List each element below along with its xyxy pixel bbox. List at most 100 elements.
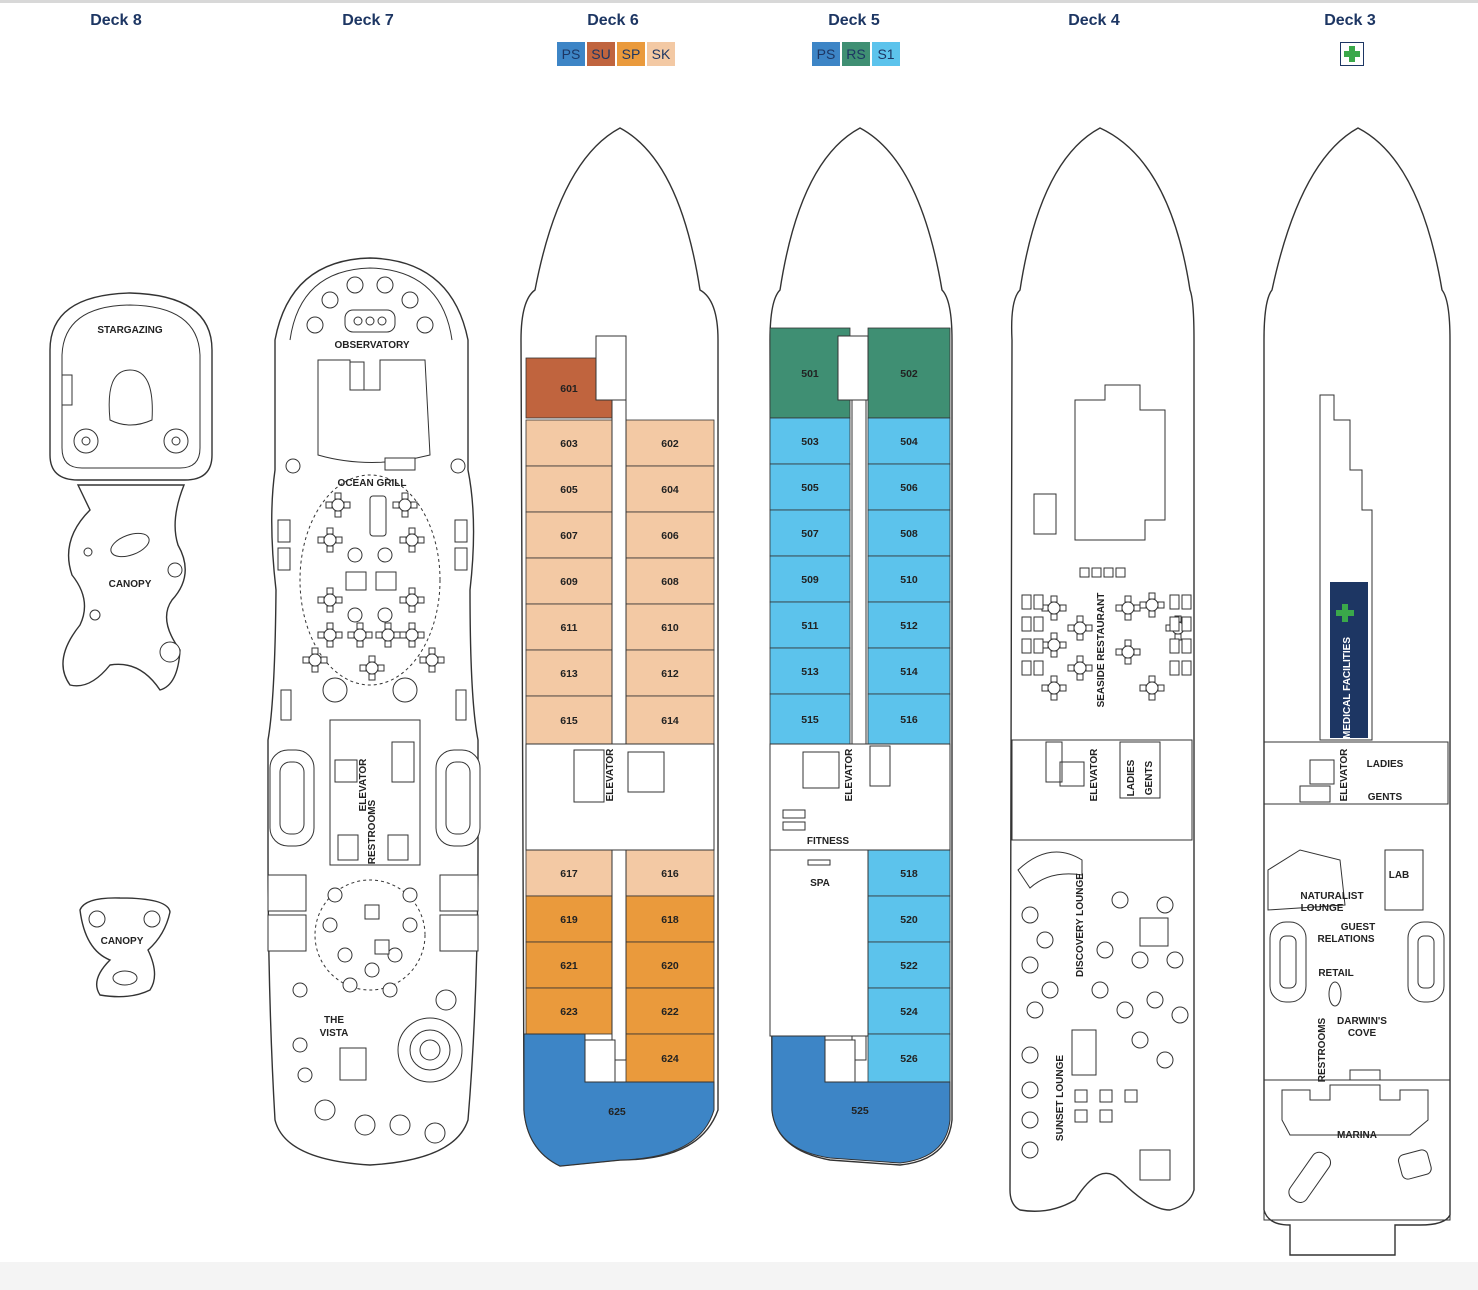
cabin-number-507: 507 [801,528,819,540]
cabin-503[interactable] [769,417,851,465]
legend-sp: SP [617,42,645,66]
cabin-613[interactable] [525,649,613,697]
cabin-522[interactable] [867,941,951,989]
darwins-cove-label: DARWIN'S [1337,1016,1387,1027]
cabin-number-502: 502 [900,368,918,380]
ocean-grill-label: OCEAN GRILL [338,478,407,489]
cabin-505[interactable] [769,463,851,511]
lab-label: LAB [1389,870,1410,881]
deck-8-title: Deck 8 [90,12,142,29]
cabin-number-609: 609 [560,576,578,588]
cabin-number-516: 516 [900,714,918,726]
cabin-518[interactable] [867,849,951,897]
cabin-511[interactable] [769,601,851,649]
cabin-513[interactable] [769,647,851,695]
cabin-509[interactable] [769,555,851,603]
legend-sk: SK [647,42,675,66]
cabin-number-525: 525 [851,1105,869,1117]
cabin-number-524: 524 [900,1006,918,1018]
table-icon [425,653,439,667]
cabin-612[interactable] [625,649,715,697]
cabin-625[interactable] [523,1033,715,1167]
table-icon [331,498,345,512]
cabin-516[interactable] [867,693,951,745]
table-icon [365,661,379,675]
cabin-604[interactable] [625,465,715,513]
canopy-label: CANOPY [101,936,144,947]
cabin-number-601: 601 [560,383,578,395]
guest-relations-label: RELATIONS [1317,934,1374,945]
table-icon [1073,621,1087,635]
cabin-515[interactable] [769,693,851,745]
cabin-616[interactable] [625,849,715,897]
cabin-504[interactable] [867,417,951,465]
cabin-618[interactable] [625,895,715,943]
cabin-620[interactable] [625,941,715,989]
elevator-label: ELEVATOR [1089,748,1100,802]
deck-7-title: Deck 7 [342,12,394,29]
table-icon [381,628,395,642]
cabin-number-515: 515 [801,714,819,726]
cabin-525[interactable] [771,1033,951,1164]
cabin-506[interactable] [867,463,951,511]
cabin-number-623: 623 [560,1006,578,1018]
sunset-lounge-label: SUNSET LOUNGE [1055,1055,1066,1141]
medical-cross-icon [1340,42,1364,66]
cabin-605[interactable] [525,465,613,513]
cabin-602[interactable] [625,419,715,467]
cabin-number-501: 501 [801,368,819,380]
deck-7-plan: OBSERVATORY OCEAN GRILL ELEVATOR RESTROO… [267,257,481,1166]
cabin-number-618: 618 [661,914,679,926]
cabin-number-625: 625 [608,1106,626,1118]
guest-relations-label: GUEST [1341,922,1375,933]
cabin-611[interactable] [525,603,613,651]
stargazing-label: STARGAZING [97,325,163,336]
deck-6-legend: PS SU SP SK [557,42,675,66]
cabin-507[interactable] [769,509,851,557]
observatory-label: OBSERVATORY [334,340,409,351]
cabin-number-616: 616 [661,868,679,880]
cabin-number-509: 509 [801,574,819,586]
cabin-520[interactable] [867,895,951,943]
cabin-526[interactable] [867,1033,951,1083]
cabin-number-513: 513 [801,666,819,678]
cabin-603[interactable] [525,419,613,467]
cabin-number-608: 608 [661,576,679,588]
legend-s1: S1 [872,42,900,66]
elevator-label: ELEVATOR [844,748,855,802]
cabin-number-603: 603 [560,438,578,450]
naturalist-lounge-label: NATURALIST [1300,891,1363,902]
cabin-number-622: 622 [661,1006,679,1018]
cabin-number-607: 607 [560,530,578,542]
cabin-number-624: 624 [661,1053,679,1065]
legend-ps: PS [812,42,840,66]
spa-label: SPA [810,878,830,889]
cabin-501[interactable] [769,327,851,419]
cabin-617[interactable] [525,849,613,897]
table-icon [1145,681,1159,695]
table-icon [405,628,419,642]
cabin-number-620: 620 [661,960,679,972]
deck-5-title: Deck 5 [828,12,880,29]
cabin-number-511: 511 [802,620,819,632]
cabin-606[interactable] [625,511,715,559]
table-icon [323,533,337,547]
bottom-strip [0,1262,1478,1290]
cabin-502[interactable] [867,327,951,419]
table-icon [353,628,367,642]
table-icon [405,593,419,607]
cabin-512[interactable] [867,601,951,649]
deck-4-title: Deck 4 [1068,12,1120,29]
cabin-621[interactable] [525,941,613,989]
cabin-623[interactable] [525,987,613,1035]
cabin-610[interactable] [625,603,715,651]
cabin-number-610: 610 [661,622,679,634]
cabin-609[interactable] [525,557,613,605]
cabin-510[interactable] [867,555,951,603]
ladies-label: LADIES [1126,759,1137,796]
cabin-number-613: 613 [560,668,578,680]
naturalist-lounge-label: LOUNGE [1301,903,1344,914]
table-icon [1047,601,1061,615]
cabin-number-621: 621 [560,960,578,972]
cabin-number-619: 619 [560,914,578,926]
